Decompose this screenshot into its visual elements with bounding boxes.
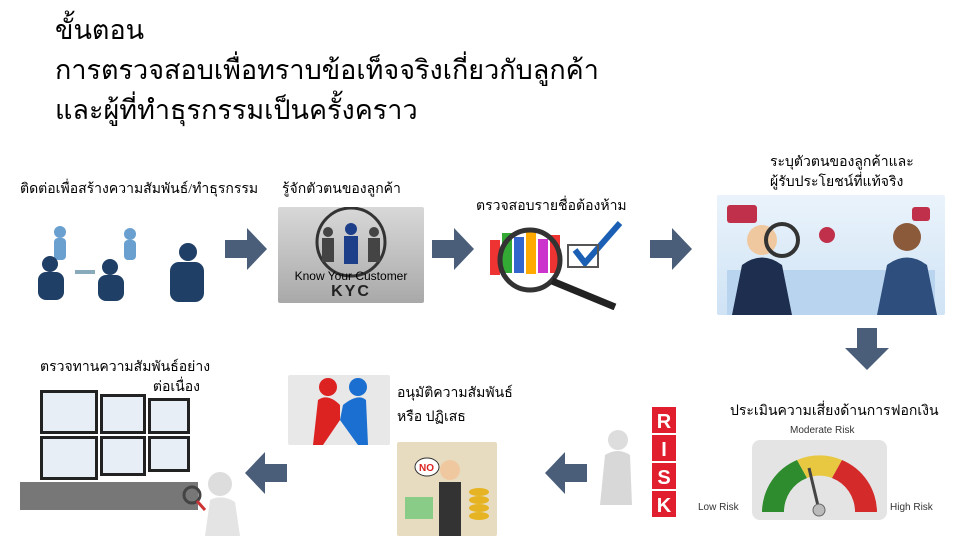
gauge-moderate-label: Moderate Risk bbox=[790, 425, 855, 436]
step4-label: ระบุตัวตนของลูกค้าและ ผู้รับประโยชน์ที่แ… bbox=[770, 153, 914, 193]
handshake-image bbox=[288, 375, 390, 445]
risk-letter: R bbox=[657, 411, 672, 433]
page-title: ขั้นตอน การตรวจสอบเพื่อทราบข้อเท็จจริงเก… bbox=[55, 10, 599, 130]
kyc-image: Know Your Customer KYC bbox=[278, 207, 424, 303]
step1-label: ติดต่อเพื่อสร้างความสัมพันธ์/ทำธุรกรรม bbox=[20, 182, 259, 197]
title-line: และผู้ที่ทำธุรกรรมเป็นครั้งคราว bbox=[55, 95, 418, 125]
kyc-text: KYC bbox=[331, 283, 371, 300]
title-line: การตรวจสอบเพื่อทราบข้อเท็จจริงเกี่ยวกับล… bbox=[55, 55, 599, 85]
step2-label: รู้จักตัวตนของลูกค้า bbox=[282, 182, 401, 197]
right-arrow-icon bbox=[225, 228, 267, 270]
label-line: ระบุตัวตนของลูกค้าและ bbox=[770, 155, 914, 170]
step3-label: ตรวจสอบรายชื่อต้องห้าม bbox=[476, 199, 627, 214]
risk-letter: S bbox=[657, 467, 670, 489]
title-line: ขั้นตอน bbox=[55, 15, 145, 45]
gauge-high-label: High Risk bbox=[890, 502, 933, 513]
down-arrow-icon bbox=[845, 328, 889, 370]
gauge-low-label: Low Risk bbox=[698, 502, 739, 513]
step6-label: อนุมัติความสัมพันธ์ หรือ ปฏิเสธ bbox=[397, 382, 513, 430]
risk-gauge bbox=[752, 440, 887, 524]
label-line: ผู้รับประโยชน์ที่แท้จริง bbox=[770, 175, 904, 190]
step5-label: ประเมินความเสี่ยงด้านการฟอกเงิน bbox=[730, 404, 939, 419]
blacklist-check-image bbox=[480, 215, 625, 310]
left-arrow-icon bbox=[245, 452, 287, 494]
left-arrow-icon bbox=[545, 452, 587, 494]
contact-people-image bbox=[20, 212, 212, 306]
risk-letter: I bbox=[661, 439, 667, 461]
label-line: อนุมัติความสัมพันธ์ bbox=[397, 386, 513, 401]
approve-reject-image: NO bbox=[397, 442, 497, 536]
right-arrow-icon bbox=[432, 228, 474, 270]
right-arrow-icon bbox=[650, 228, 692, 270]
magnifier-figure-image bbox=[180, 470, 255, 540]
kyc-caption: Know Your Customer bbox=[294, 269, 408, 283]
risk-letter: K bbox=[657, 495, 672, 517]
label-line: ต่อเนื่อง bbox=[152, 380, 200, 395]
step7-label: ตรวจทานความสัมพันธ์อย่าง ต่อเนื่อง bbox=[40, 358, 211, 398]
label-line: หรือ ปฏิเสธ bbox=[397, 410, 466, 425]
label-line: ตรวจทานความสัมพันธ์อย่าง bbox=[40, 360, 211, 375]
identify-beneficiary-image bbox=[717, 195, 945, 315]
no-text: NO bbox=[419, 463, 434, 474]
monitoring-screens-image bbox=[20, 372, 198, 510]
